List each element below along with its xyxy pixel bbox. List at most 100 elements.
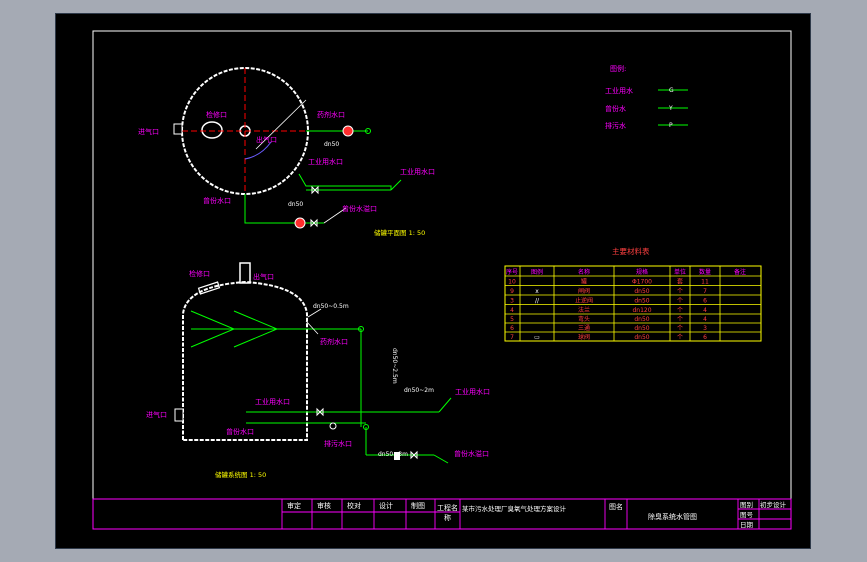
elevation-labels: 检修口 出气口 药剂水口 工业用水口 工业用水口 进气口 曾份水口 排污水口 曾… — [146, 269, 490, 458]
tb-drawing-label-box: 图名 — [609, 503, 623, 511]
table-row-3-legend: // — [535, 298, 540, 305]
elev-label-drain: 曾份水口 — [226, 427, 254, 436]
tb-right-label-1: 图别 — [740, 500, 753, 509]
drawing-frame — [92, 30, 792, 530]
elevation-dims: dn50~0.5m dn50~2.5m dn50~2m dn50~3m — [313, 303, 434, 458]
table-header-spec: 规格 — [636, 268, 648, 276]
legend-symbols: G Y P — [668, 87, 674, 129]
table-row-7-name: 球阀 — [578, 333, 590, 341]
table-header-row: 序号 图例 名称 规格 单位 数量 备注 — [506, 268, 746, 276]
elevation-caption: 储罐系统图 1: 50 — [215, 470, 266, 479]
table-row-6-unit: 个 — [677, 325, 683, 332]
legend-symbol-drain: Y — [668, 105, 673, 112]
industrial-leader — [438, 397, 452, 413]
plan-valve-2 — [310, 218, 318, 228]
table-row-3-spec: dn50 — [634, 298, 649, 305]
table-row-7-spec: dn50 — [634, 334, 649, 341]
table-row-6-no: 6 — [510, 325, 514, 332]
drain-pump-plan — [294, 217, 306, 229]
elev-label-dosing: 药剂水口 — [320, 337, 348, 346]
elev-dim-mid: dn50~2m — [404, 387, 434, 394]
tb-project-name: 某市污水处理厂臭氧气处理方案设计 — [462, 504, 567, 513]
dosing-pump-plan — [342, 125, 354, 137]
plan-valve-1 — [311, 185, 319, 195]
table-row-2-qty: 7 — [703, 288, 707, 295]
tb-cell-approve: 审定 — [287, 501, 301, 510]
table-row-1-name: 罐 — [581, 278, 587, 286]
legend-title: 图例: — [610, 64, 626, 73]
dosing-end-plan — [365, 128, 371, 134]
table-row-5-no: 5 — [510, 316, 514, 323]
table-header-qty: 数量 — [699, 268, 711, 276]
table-row-6-name: 三通 — [578, 324, 590, 332]
table-row-5-spec: dn50 — [634, 316, 649, 323]
elev-dim-top: dn50~0.5m — [313, 303, 349, 310]
plan-label-dosing: 药剂水口 — [317, 110, 345, 119]
tb-project-label-box: 工程名称 — [437, 504, 458, 522]
tb-cell-design: 设计 — [379, 501, 393, 510]
legend-symbol-industrial: G — [669, 87, 674, 94]
plan-label-industrial: 工业用水口 — [308, 157, 343, 166]
exhaust-stack — [239, 262, 251, 284]
table-header-name: 名称 — [578, 268, 590, 276]
title-block-grid — [281, 499, 791, 529]
plan-arc-blue — [244, 141, 272, 160]
tb-project-label: 工程名称 — [437, 504, 458, 522]
table-row-2-spec: dn50 — [634, 288, 649, 295]
table-row-2-unit: 个 — [677, 288, 683, 295]
table-row-6-qty: 3 — [703, 325, 707, 332]
elev-label-vent: 进气口 — [146, 410, 167, 419]
plan-dims: dn50 dn50 — [288, 141, 339, 208]
elev-label-exhaust: 出气口 — [253, 272, 274, 281]
manhole-elevation — [197, 281, 221, 295]
elev-label-manhole: 检修口 — [189, 269, 210, 278]
tb-right-value: 初步设计 — [760, 500, 787, 509]
table-grid — [505, 266, 761, 341]
elev-label-industrial-right: 工业用水口 — [455, 387, 490, 396]
plan-label-exhaust: 出气口 — [256, 135, 277, 144]
title-block-text: 审定 审核 校对 设计 制图 工程名称 某市污水处理厂臭氧气处理方案设计 图名 … — [287, 500, 787, 529]
legend-item-sewage-label: 排污水 — [605, 121, 626, 130]
table-row-1-unit: 套 — [677, 278, 683, 286]
table-row-3-no: 3 — [510, 298, 514, 305]
table-header-unit: 单位 — [674, 268, 686, 276]
plan-leader-1 — [255, 99, 307, 150]
plan-label-vent: 进气口 — [138, 127, 159, 136]
table-row-4-spec: dn120 — [632, 307, 651, 314]
overflow-box — [394, 452, 400, 460]
tb-drawing-name: 除臭系统水管图 — [648, 512, 697, 521]
table-row-4-unit: 个 — [677, 307, 683, 314]
table-row-5-qty: 4 — [703, 316, 707, 323]
legend: 图例: 工业用水 曾份水 排污水 — [605, 64, 633, 130]
table-row-7-legend: ▭ — [534, 334, 540, 341]
sewage-elbow — [363, 424, 369, 430]
table-row-5-name: 弯头 — [578, 315, 590, 323]
table-row-4-name: 法兰 — [578, 306, 590, 314]
table-header-no: 序号 — [506, 268, 518, 276]
table-row-6-spec: dn50 — [634, 325, 649, 332]
table-header-legend: 图例 — [531, 268, 543, 276]
table-row-1-no: 10 — [508, 279, 516, 286]
table-row-7-no: 7 — [510, 334, 514, 341]
legend-symbol-sewage: P — [669, 122, 673, 129]
table-row-3-name: 止逆阀 — [575, 297, 593, 305]
elev-label-overflow: 曾份水溢口 — [454, 449, 489, 458]
cad-drawing: 图例: 工业用水 曾份水 排污水 G Y P — [92, 30, 792, 530]
table-row-5-unit: 个 — [677, 316, 683, 323]
elev-dim-bottom: dn50~3m — [378, 451, 408, 458]
plan-dim-dn50-1: dn50 — [324, 141, 339, 148]
table-body: 10 罐 Φ1700 套 11 9 ⅹ 闸阀 dn50 个 7 3 // 止逆阀… — [508, 278, 709, 342]
dosing-elbow — [358, 326, 364, 332]
tank-elevation-shell — [182, 280, 308, 441]
plan-label-drain: 曾份水口 — [203, 196, 231, 205]
table-row-4-qty: 4 — [703, 307, 707, 314]
plan-view — [173, 67, 402, 229]
tb-cell-check: 校对 — [347, 501, 361, 510]
tb-right-label-3: 日期 — [740, 521, 754, 529]
plan-leader-overflow — [323, 207, 347, 224]
table-row-7-qty: 6 — [703, 334, 707, 341]
plan-labels: 检修口 出气口 进气口 药剂水口 工业用水口 工业用水口 曾份水口 曾份水溢口 — [138, 110, 435, 213]
legend-lines — [658, 89, 688, 126]
elevation-view — [174, 262, 452, 464]
